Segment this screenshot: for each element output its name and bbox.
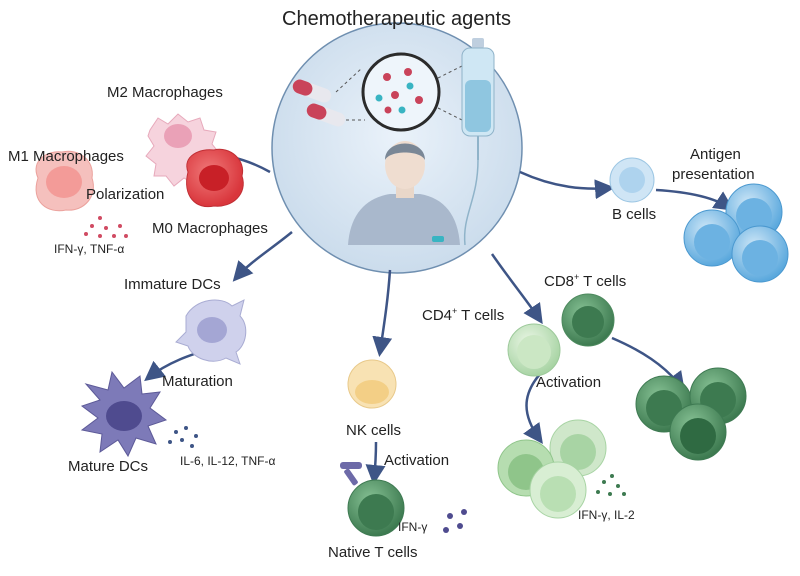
label-t-cytokines: IFN-γ, IL-2 xyxy=(578,508,635,522)
label-native-t-cells: Native T cells xyxy=(328,544,418,561)
immature-dc-cell xyxy=(175,299,247,365)
cd4-t-cell xyxy=(507,323,561,377)
label-mature-dcs: Mature DCs xyxy=(68,458,149,475)
label-m0-macrophages: M0 Macrophages xyxy=(152,220,268,237)
label-b-cells: B cells xyxy=(612,206,657,223)
label-t-cytokine: IFN-γ xyxy=(398,520,428,534)
cd8-activated-cells xyxy=(635,367,747,461)
label-polarization: Polarization xyxy=(86,186,165,203)
label-nk-cells: NK cells xyxy=(346,422,402,439)
dc-cytokine-dots xyxy=(168,426,198,448)
mature-dc-cell xyxy=(80,370,168,458)
label-nk-activation: Activation xyxy=(384,452,450,469)
label-cd8-t-cells: CD8+ T cells xyxy=(544,272,627,290)
hub-patient-circle xyxy=(271,22,523,274)
label-antigen: Antigen xyxy=(690,146,741,163)
m1-cytokine-dots xyxy=(84,216,128,238)
diagram-title: Chemotherapeutic agents xyxy=(282,8,512,30)
cd4-activated-cells xyxy=(497,419,607,519)
iv-bag-icon xyxy=(461,38,495,246)
label-t-activation: Activation xyxy=(536,374,602,391)
label-immature-dcs: Immature DCs xyxy=(124,276,221,293)
native-t-cell xyxy=(347,479,405,537)
patient-figure xyxy=(348,141,460,245)
m0-macrophage-cell xyxy=(186,148,244,208)
label-maturation: Maturation xyxy=(162,373,233,390)
t-cell-receptor-icon xyxy=(340,462,362,486)
label-m1-macrophages: M1 Macrophages xyxy=(8,148,124,165)
cd8-t-cell xyxy=(561,293,615,347)
m1-macrophage-cell xyxy=(35,150,94,212)
label-presentation: presentation xyxy=(672,166,755,183)
label-m2-macrophages: M2 Macrophages xyxy=(107,84,223,101)
label-m1-cytokines: IFN-γ, TNF-α xyxy=(54,242,125,256)
nk-cell xyxy=(347,359,397,409)
native-t-cytokine-dots xyxy=(443,509,467,533)
b-cell-cluster xyxy=(683,183,789,283)
pill-icons xyxy=(292,79,346,127)
nanoparticle-zoom xyxy=(361,52,441,132)
b-cell xyxy=(609,157,655,203)
label-dc-cytokines: IL-6, IL-12, TNF-α xyxy=(180,454,276,468)
cd4-cytokine-dots xyxy=(596,474,626,496)
label-cd4-t-cells: CD4+ T cells xyxy=(422,306,505,324)
